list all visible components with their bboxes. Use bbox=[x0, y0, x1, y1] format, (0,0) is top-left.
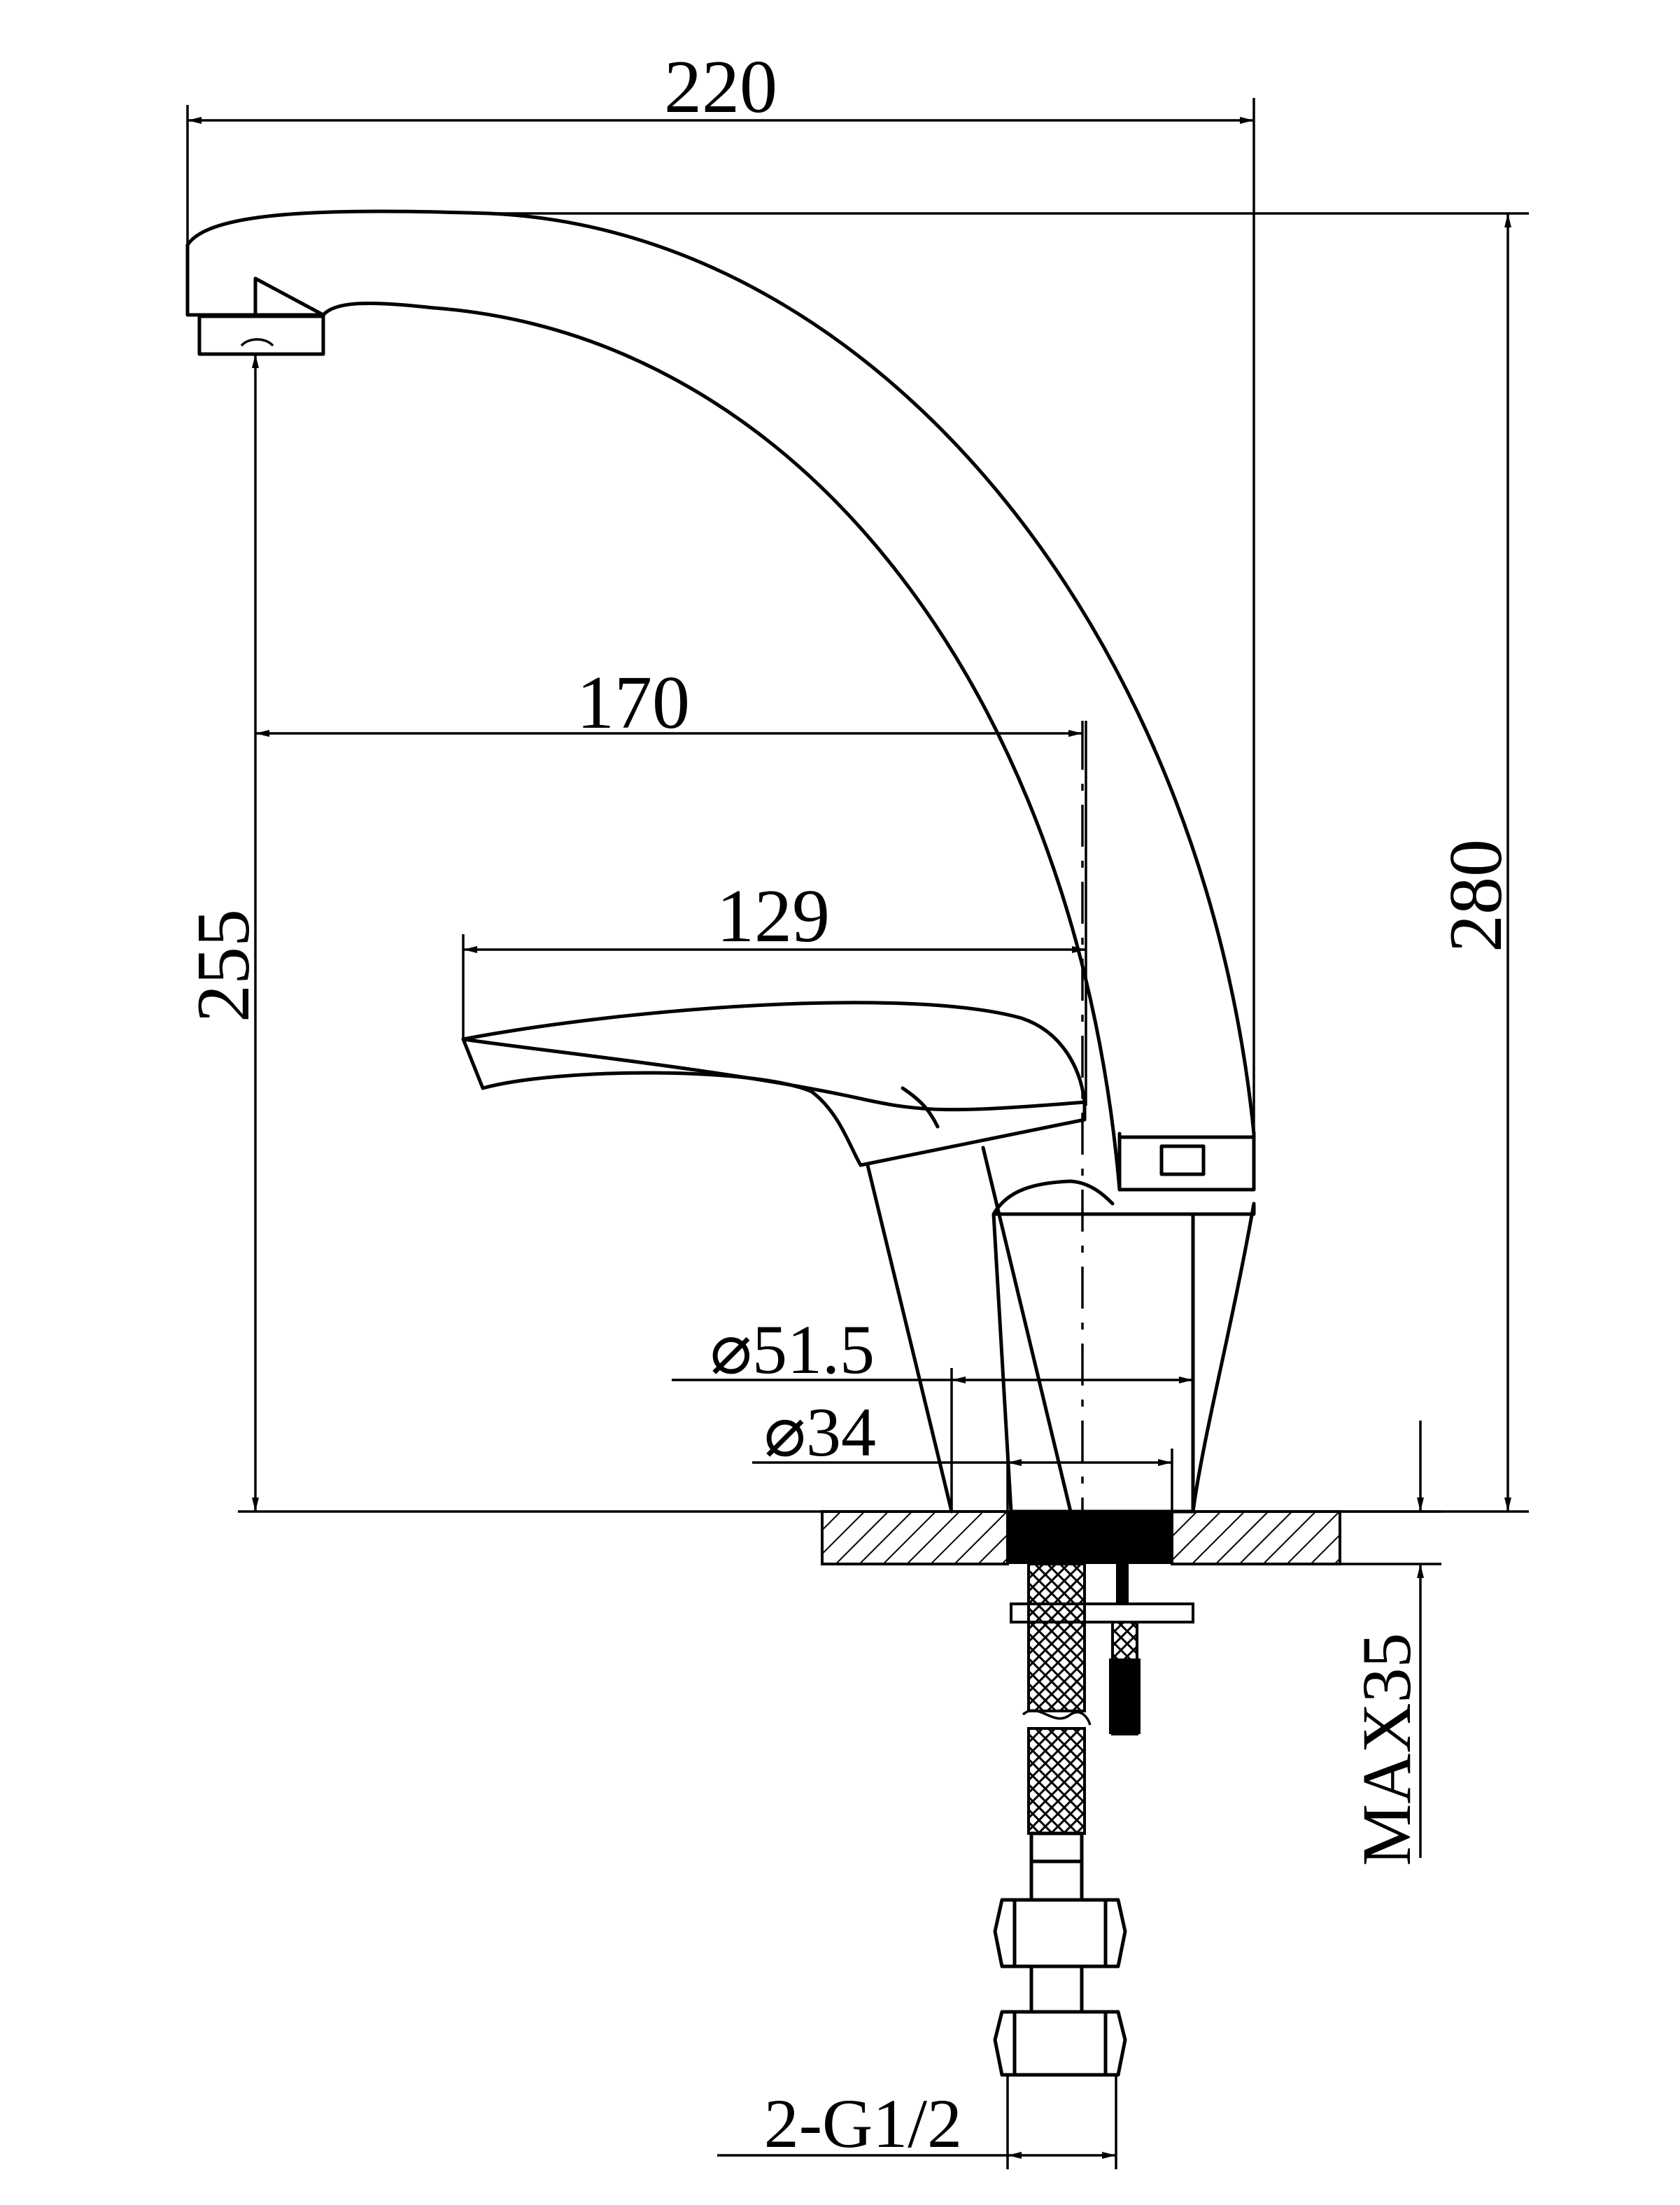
mounting-shank bbox=[1008, 1512, 1172, 1564]
stud-nut bbox=[1109, 1658, 1141, 1734]
deck-left-hatch bbox=[821, 1510, 1009, 1565]
label-hole-diameter: ⌀34 bbox=[764, 1393, 876, 1471]
fitting-sleeve-3 bbox=[1029, 1964, 1084, 2014]
lever-neck bbox=[859, 1100, 1087, 1167]
cartridge-cap bbox=[991, 1179, 1115, 1216]
lever-neck-inner bbox=[901, 1086, 940, 1129]
aerator bbox=[197, 314, 325, 356]
aerator-wedge bbox=[253, 276, 325, 317]
aerator-slot bbox=[240, 338, 274, 347]
label-connection: 2-G1/2 bbox=[764, 2085, 962, 2162]
collar-screw bbox=[1159, 1144, 1206, 1176]
label-280: 280 bbox=[1434, 839, 1518, 952]
lever-end bbox=[461, 1037, 485, 1090]
lever-top bbox=[461, 1001, 1087, 1104]
cartridge-stem bbox=[866, 1146, 1073, 1514]
label-max-thickness: MAX35 bbox=[1348, 1633, 1425, 1866]
collar-block bbox=[1117, 1135, 1256, 1192]
label-170: 170 bbox=[577, 661, 690, 745]
hex-nut-lower bbox=[993, 2010, 1127, 2077]
fitting-sleeve-2 bbox=[1029, 1859, 1084, 1902]
spout-outer-curve bbox=[185, 209, 1256, 1136]
deck-right-hatch bbox=[1171, 1510, 1341, 1565]
label-base-diameter: ⌀51.5 bbox=[710, 1311, 875, 1388]
dimension-lines bbox=[186, 98, 1529, 2169]
label-255: 255 bbox=[182, 909, 265, 1022]
fitting-sleeve-1 bbox=[1029, 1831, 1084, 1864]
hose-upper bbox=[1027, 1563, 1086, 1712]
hose-break bbox=[1022, 1709, 1092, 1726]
dimension-labels: 220 170 129 255 280 ⌀51.5 ⌀34 MAX35 2-G1… bbox=[182, 45, 1518, 2162]
label-220: 220 bbox=[664, 45, 777, 129]
base-body bbox=[991, 1202, 1256, 1514]
hose-lower bbox=[1027, 1727, 1086, 1835]
lever-ridge bbox=[461, 1037, 1087, 1112]
deck-section bbox=[821, 1510, 1341, 2077]
spout-inner-curve bbox=[321, 301, 1122, 1192]
label-129: 129 bbox=[717, 875, 830, 958]
hex-nut-upper bbox=[993, 1898, 1127, 1968]
stud-upper bbox=[1116, 1564, 1129, 1604]
